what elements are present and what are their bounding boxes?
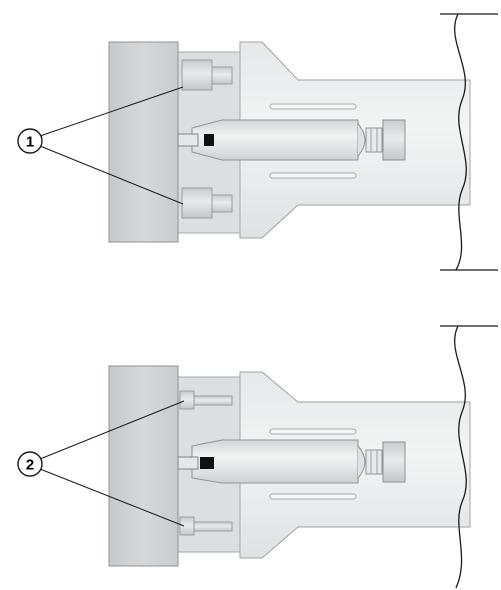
body-slot-upper	[270, 104, 356, 109]
body-slot-lower	[270, 494, 356, 499]
callout-label: 1	[26, 134, 34, 151]
diagram-pinned-assembly: 2	[18, 326, 498, 588]
body-slot-lower	[270, 173, 356, 178]
body-slot-upper	[270, 429, 356, 434]
diagram-bolted-assembly: 1	[18, 14, 498, 270]
mounting-plate	[109, 42, 178, 242]
callout-label: 2	[26, 457, 34, 474]
mounting-plate	[109, 366, 178, 566]
